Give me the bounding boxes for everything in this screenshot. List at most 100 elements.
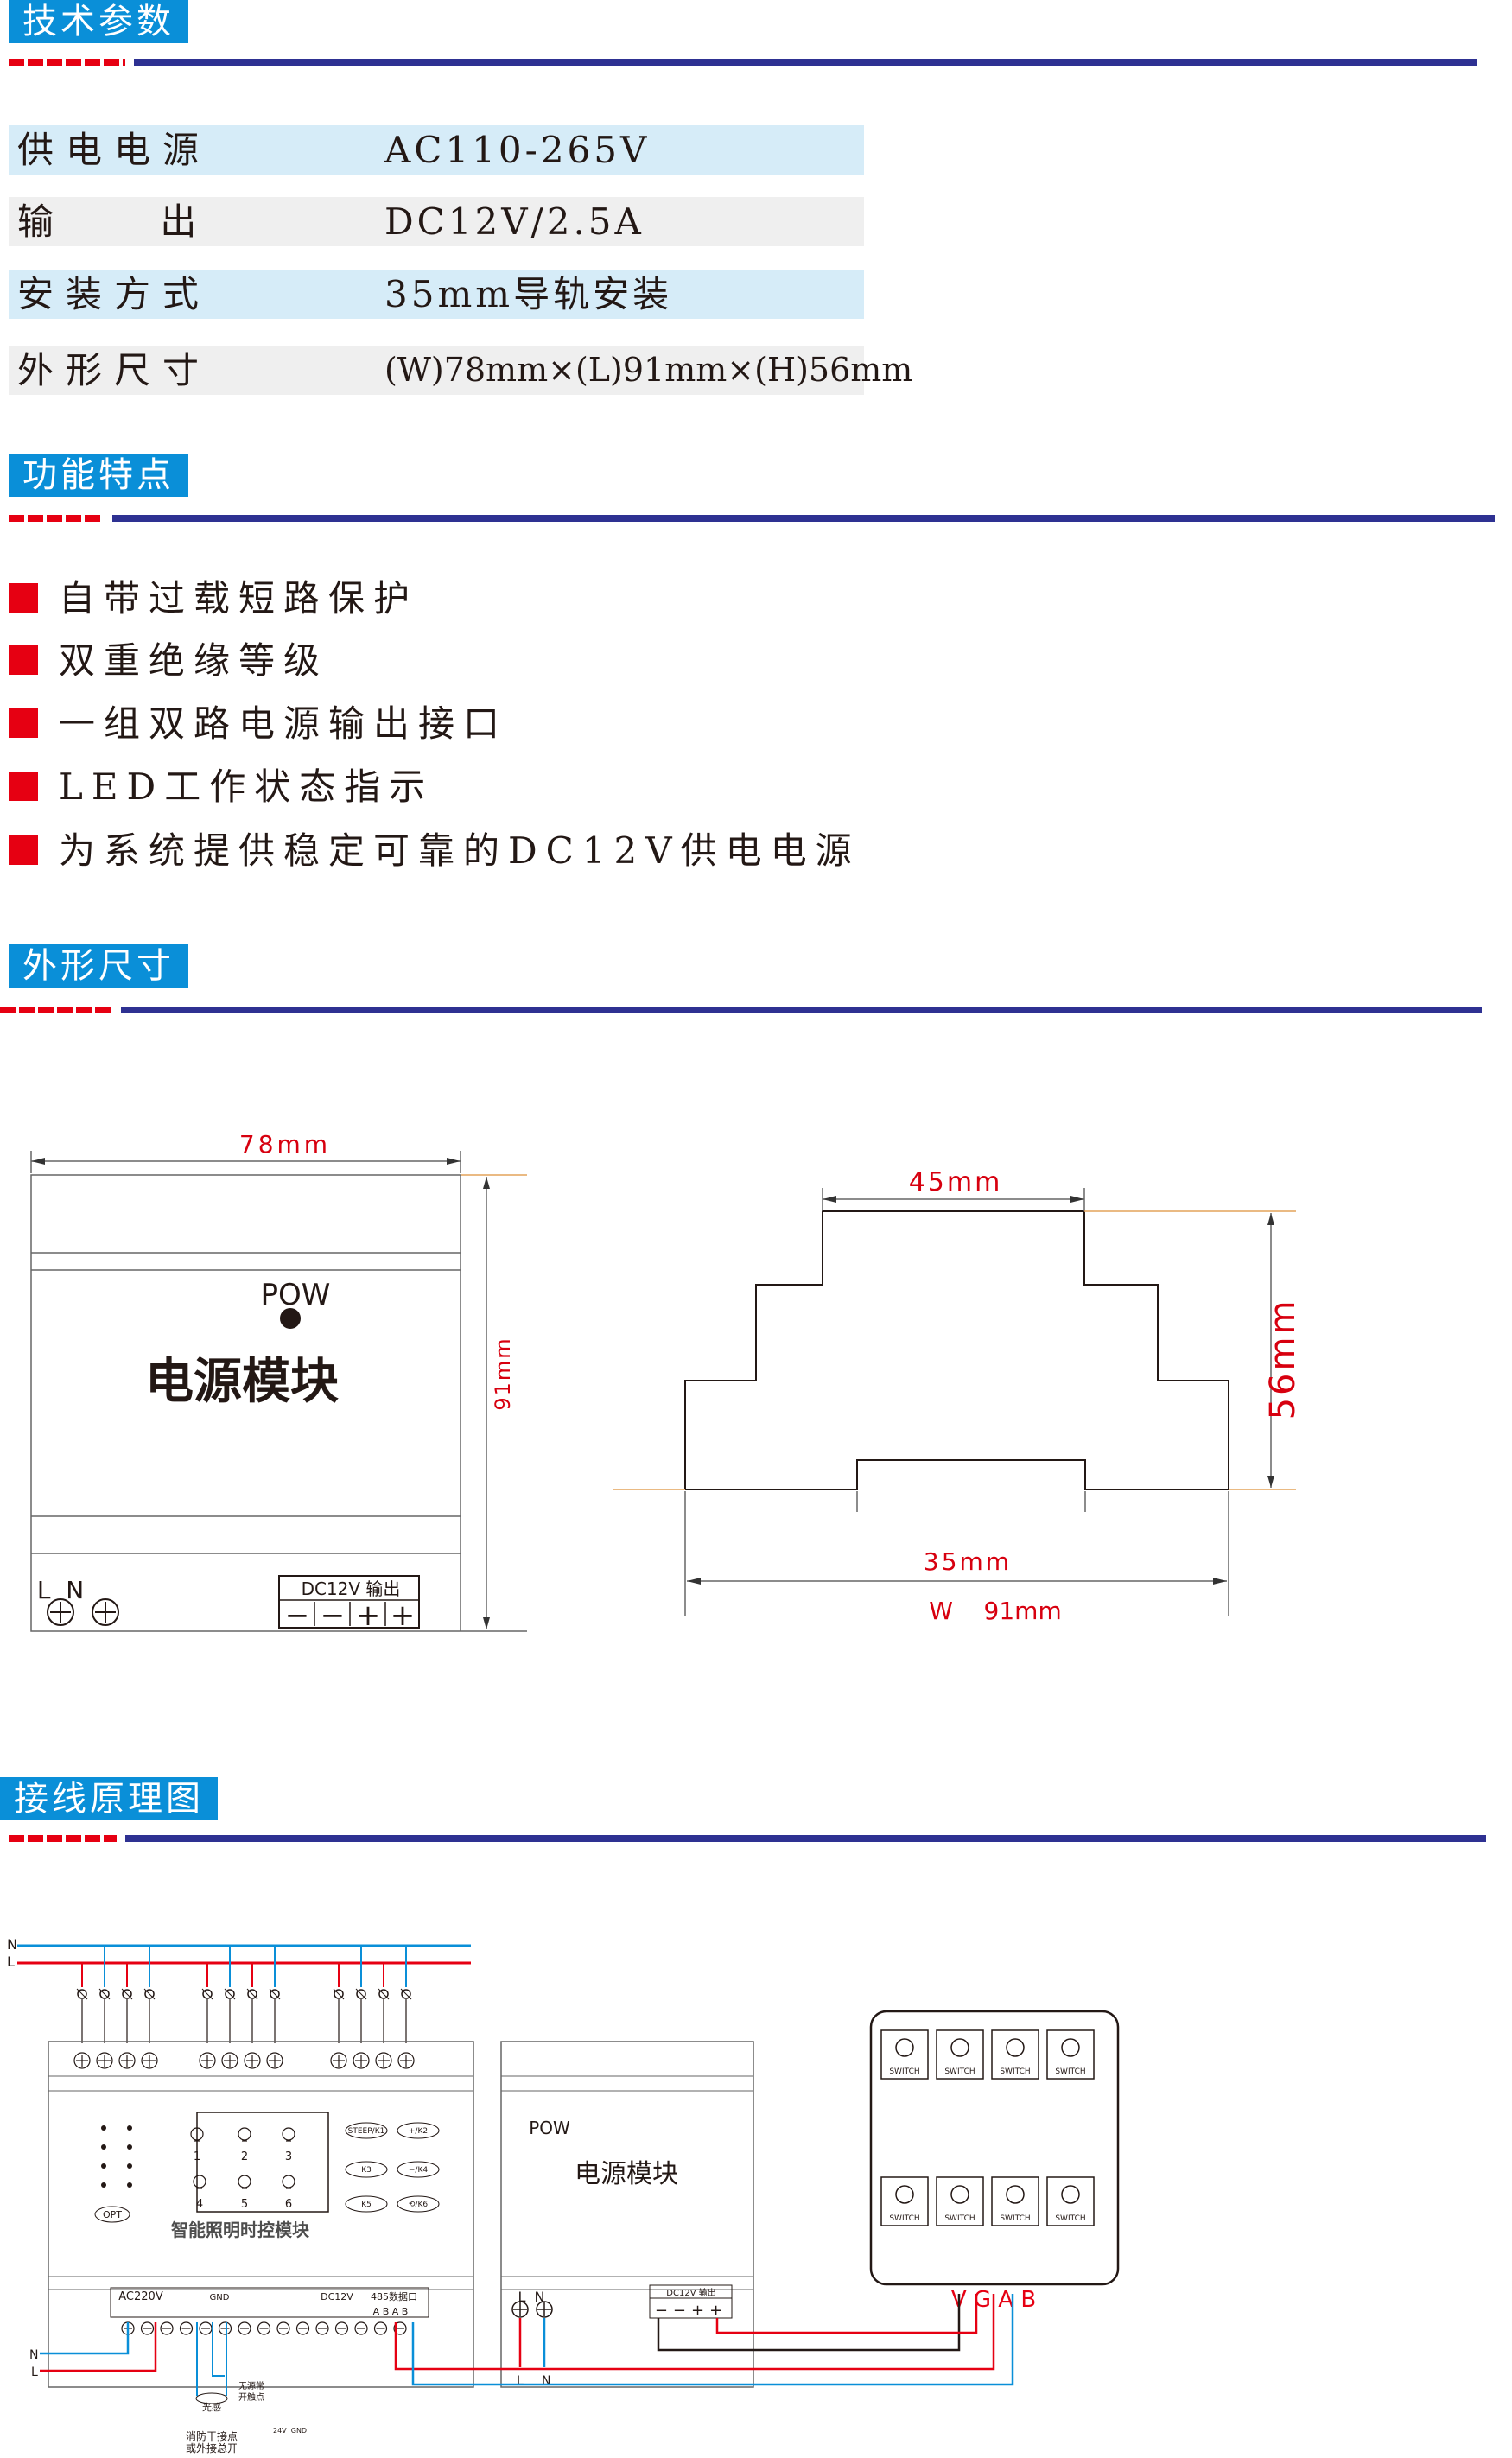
section-title-wiring: 接线原理图 (0, 1777, 218, 1820)
lamp-icon (355, 1988, 367, 2000)
bulb-icon (282, 2127, 295, 2142)
input-terminal-icons (47, 1598, 119, 1626)
terminal-screw-icon (199, 2321, 213, 2335)
terminal-screw-icon (266, 2052, 283, 2069)
switch-button: SWITCH (880, 2176, 929, 2226)
output-label: DC12V 输出 (302, 1578, 401, 1599)
lighting-module-outline (48, 2041, 474, 2388)
indicator-dot-icon (127, 2182, 132, 2188)
wiring-diagram: N L 1 2 3 4 5 6 STEEP/K1 +/K2 K3 −/K4 K5… (7, 1936, 1120, 2455)
terminal-screw-icon (375, 2052, 392, 2069)
light-sensor-label: 光感 (202, 2401, 221, 2413)
channel-number: 2 (241, 2150, 248, 2163)
switch-panel (869, 2010, 1120, 2286)
lamp-icon (98, 1988, 111, 2000)
switch-label: SWITCH (944, 2067, 975, 2076)
top-width-label: 45mm (909, 1167, 1003, 1197)
button-label: +/K2 (409, 2127, 428, 2136)
terminal-screw-icon (244, 2052, 261, 2069)
bulb-icon (238, 2127, 251, 2142)
terminal-screw-icon (221, 2052, 238, 2069)
button-k6-icon (397, 2195, 440, 2213)
module-outline (30, 1174, 461, 1632)
lamp-icon (269, 1988, 281, 2000)
opt-button-icon (94, 2206, 130, 2223)
power-ln-label: L N (518, 2289, 544, 2305)
lamp-icon (333, 1988, 345, 2000)
terminal-screw-icon (179, 2321, 194, 2335)
feed-n-label: N (29, 2348, 38, 2362)
pow-indicator-icon (280, 1308, 301, 1329)
module-name: 电源模块 (145, 1354, 339, 1410)
power-module-outline (500, 2041, 754, 2388)
channel-number: 3 (285, 2150, 292, 2163)
switch-button: SWITCH (936, 2176, 984, 2226)
bulb-icon (1061, 2038, 1080, 2057)
bottom-terminal-label-strip (110, 2287, 429, 2318)
bullet-square-icon (9, 835, 38, 865)
section-title-dimensions: 外形尺寸 (9, 944, 188, 988)
side-view-drawing: 45mm 56mm 35mm W 91mm (613, 1167, 1303, 1625)
light-sensor-icon (195, 2392, 228, 2404)
bulb-icon (1006, 2185, 1025, 2204)
section-divider (9, 515, 1495, 522)
button-k1-icon (345, 2122, 388, 2139)
switch-label: SWITCH (944, 2214, 975, 2223)
lamp-icon (76, 1988, 88, 2000)
no-contact-label-2: 开触点 (238, 2391, 264, 2403)
bullet-square-icon (9, 583, 38, 613)
button-label: STEEP/K1 (348, 2127, 385, 2136)
bulb-icon (193, 2175, 206, 2189)
channel-number: 1 (194, 2150, 200, 2163)
pow-label: POW (261, 1278, 331, 1312)
rail-width-label: 35mm (924, 1547, 1012, 1576)
terminal-screw-icon (140, 2321, 155, 2335)
button-label: ⟲/K6 (409, 2201, 428, 2209)
terminal-screw-icon (373, 2321, 388, 2335)
switch-label: SWITCH (1055, 2067, 1085, 2076)
front-view-drawing: 78mm 91mm POW 电源模块 L N DC12V 输出 − − + + (30, 1130, 527, 1633)
bulb-icon (1061, 2185, 1080, 2204)
abab-label: A B A B (373, 2306, 409, 2317)
lamp-icon (143, 1988, 156, 2000)
section-divider (9, 59, 1477, 66)
feature-text: 一组双路电源输出接口 (59, 702, 509, 745)
terminal-screw-icon (397, 2052, 415, 2069)
power-output-symbols: −−++ (655, 2302, 727, 2320)
section-divider (0, 1007, 1482, 1013)
button-label: K3 (361, 2166, 372, 2175)
bulb-icon (950, 2185, 969, 2204)
terminal-screw-icon (295, 2321, 310, 2335)
terminal-screw-icon (334, 2321, 349, 2335)
bulb-icon (238, 2175, 251, 2189)
bullet-square-icon (9, 708, 38, 738)
fire-contact-label-2: 或外接总开 (186, 2442, 238, 2455)
terminal-screw-icon (354, 2321, 368, 2335)
terminal-screw-icon (199, 2052, 216, 2069)
switch-label: SWITCH (1055, 2214, 1085, 2223)
lamp-icon (224, 1988, 236, 2000)
l-bus-label: L (7, 1953, 15, 1970)
ln-label: L N (37, 1576, 84, 1604)
lighting-module-name: 智能照明时控模块 (171, 2220, 310, 2240)
terminal-symbol: + (391, 1598, 416, 1633)
switch-button: SWITCH (991, 2029, 1039, 2080)
switch-label: SWITCH (1000, 2067, 1030, 2076)
button-k2-icon (397, 2122, 440, 2139)
data-port-label: 485数据口 (371, 2290, 417, 2302)
indicator-dot-icon (127, 2125, 132, 2131)
power-output-label: DC12V 输出 (666, 2287, 715, 2298)
height-dimension-label: 91mm (491, 1337, 515, 1410)
bulb-icon (282, 2175, 295, 2189)
bottom-width-label: W 91mm (929, 1597, 1061, 1625)
power-bottom-l: L (517, 2374, 524, 2388)
terminal-screw-icon (160, 2321, 174, 2335)
bulb-icon (1006, 2038, 1025, 2057)
switch-button: SWITCH (880, 2029, 929, 2080)
spec-label: 外形尺寸 (17, 349, 212, 391)
terminal-screw-icon (353, 2052, 370, 2069)
feature-text: 双重绝缘等级 (59, 639, 329, 682)
channel-number: 5 (241, 2198, 248, 2211)
indicator-dot-icon (101, 2182, 106, 2188)
terminal-symbol: − (321, 1598, 346, 1633)
